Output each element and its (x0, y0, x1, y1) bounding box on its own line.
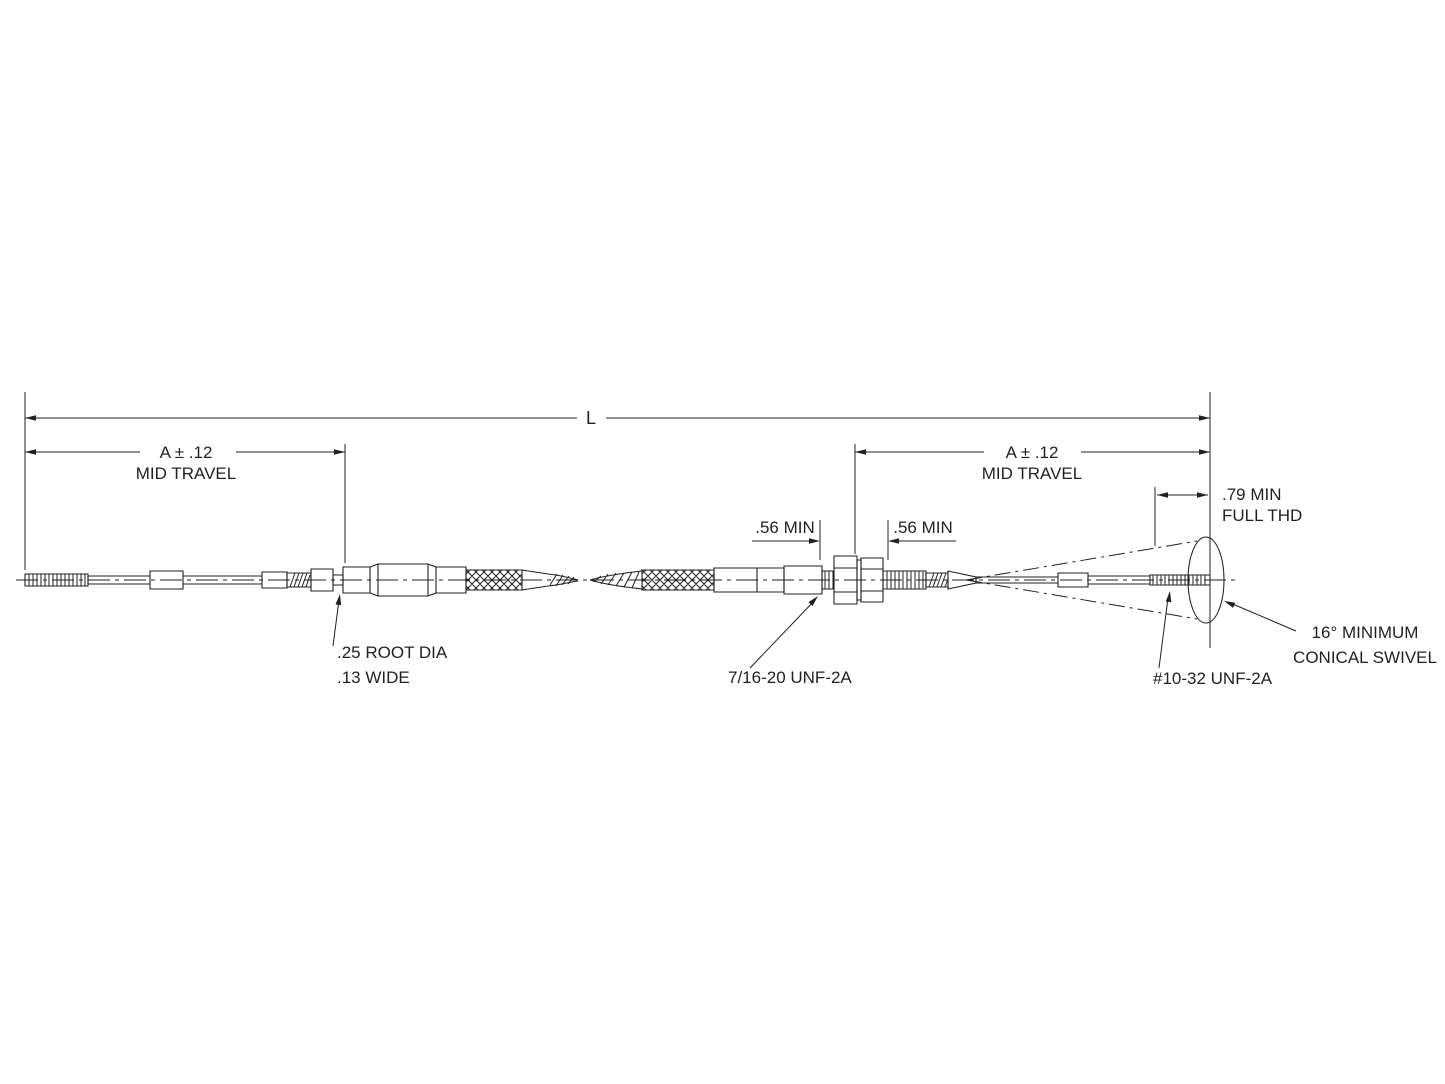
bulkhead-nut-2 (860, 557, 884, 603)
extension-lines (24, 392, 1211, 648)
dimension-lines (25, 417, 1210, 542)
dim-mid-travel-left-note: MID TRAVEL (136, 464, 236, 483)
dim-bulkhead-left: .56 MIN (755, 518, 815, 537)
label-rod-thread: #10-32 UNF-2A (1153, 669, 1273, 688)
dim-full-thread-value: .79 MIN (1222, 485, 1282, 504)
dim-overall-length-label: L (586, 408, 596, 428)
leader-bulkhead-thread (749, 599, 816, 669)
callout-text: .25 ROOT DIA .13 WIDE 7/16-20 UNF-2A #10… (337, 623, 1437, 688)
dim-mid-travel-left-value: A ± .12 (160, 443, 213, 462)
dim-full-thread-note: FULL THD (1222, 506, 1302, 525)
cable-left-assembly (24, 563, 579, 597)
dim-mid-travel-right-value: A ± .12 (1006, 443, 1059, 462)
leader-swivel (1227, 601, 1297, 632)
dim-bulkhead-right: .56 MIN (893, 518, 953, 537)
label-root-dia-line1: .25 ROOT DIA (337, 643, 448, 662)
leader-root-dia (332, 599, 340, 647)
leader-lines (332, 591, 1297, 669)
label-bulkhead-thread: 7/16-20 UNF-2A (728, 668, 852, 687)
bulkhead-nut-1 (833, 555, 858, 605)
dimension-arrowheads (25, 415, 1210, 544)
label-swivel-line1: 16° MINIMUM (1312, 623, 1419, 642)
dim-mid-travel-right-note: MID TRAVEL (982, 464, 1082, 483)
dimension-text: L A ± .12 MID TRAVEL A ± .12 MID TRAVEL … (136, 408, 1303, 537)
label-swivel-line2: CONICAL SWIVEL (1293, 648, 1437, 667)
label-root-dia-line2: .13 WIDE (337, 668, 410, 687)
leader-rod-thread (1158, 597, 1169, 669)
